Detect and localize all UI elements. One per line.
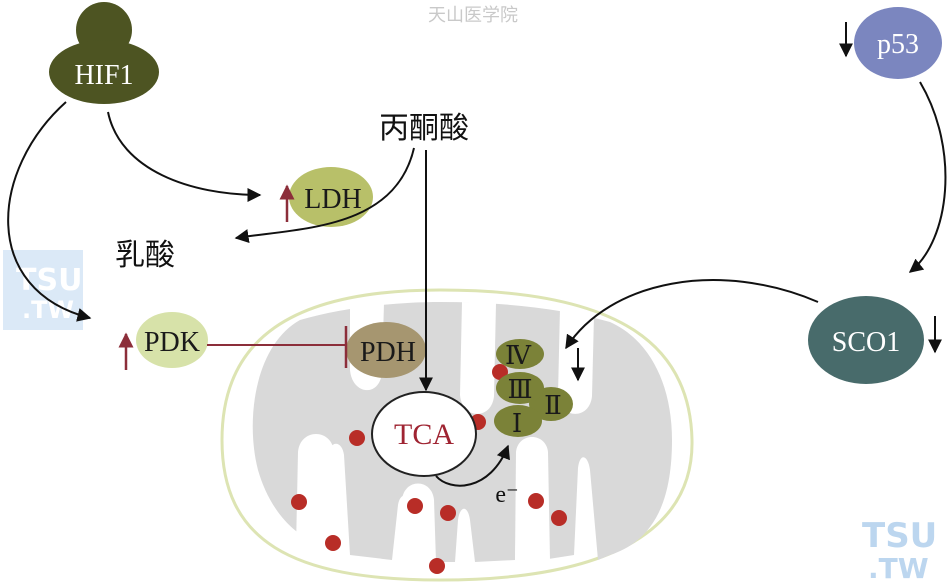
- watermark-top: 天山医学院: [428, 5, 518, 26]
- crista-2: [460, 302, 496, 414]
- pyruvate-label: 丙酮酸: [379, 111, 469, 146]
- svg-text:TCA: TCA: [394, 418, 454, 451]
- svg-text:HIF1: HIF1: [74, 60, 133, 91]
- svg-text:SCO1: SCO1: [832, 327, 900, 358]
- sco1-node: SCO1: [808, 296, 924, 384]
- p53-node: p53: [854, 7, 942, 79]
- arrow-hif1-ldh: [108, 112, 260, 195]
- electron-label: e⁻: [495, 482, 518, 508]
- svg-text:TSU: TSU: [16, 263, 82, 298]
- watermark-logo-left: TSU .TW: [3, 250, 83, 330]
- svg-text:Ⅳ: Ⅳ: [505, 341, 532, 370]
- svg-text:p53: p53: [877, 29, 919, 60]
- svg-text:LDH: LDH: [304, 184, 362, 215]
- crista-5: [402, 484, 436, 563]
- complex-iii: Ⅲ: [496, 372, 544, 404]
- svg-text:Ⅰ: Ⅰ: [512, 409, 522, 438]
- lactate-label: 乳酸: [115, 238, 175, 273]
- ldh-node: LDH: [289, 167, 373, 227]
- svg-text:Ⅱ: Ⅱ: [544, 391, 562, 420]
- pdh-node: PDH: [346, 322, 426, 378]
- tca-node: TCA: [372, 392, 476, 476]
- watermark-logo-right: TSU .TW: [862, 516, 937, 584]
- pdk-node: PDK: [136, 312, 208, 368]
- svg-text:Ⅲ: Ⅲ: [507, 375, 532, 404]
- svg-text:TSU: TSU: [862, 516, 937, 556]
- svg-text:PDK: PDK: [144, 327, 200, 358]
- hif1-node: HIF1: [49, 2, 159, 104]
- svg-text:PDH: PDH: [360, 337, 416, 368]
- svg-text:.TW: .TW: [868, 552, 929, 584]
- arrow-p53-sco1: [910, 82, 945, 272]
